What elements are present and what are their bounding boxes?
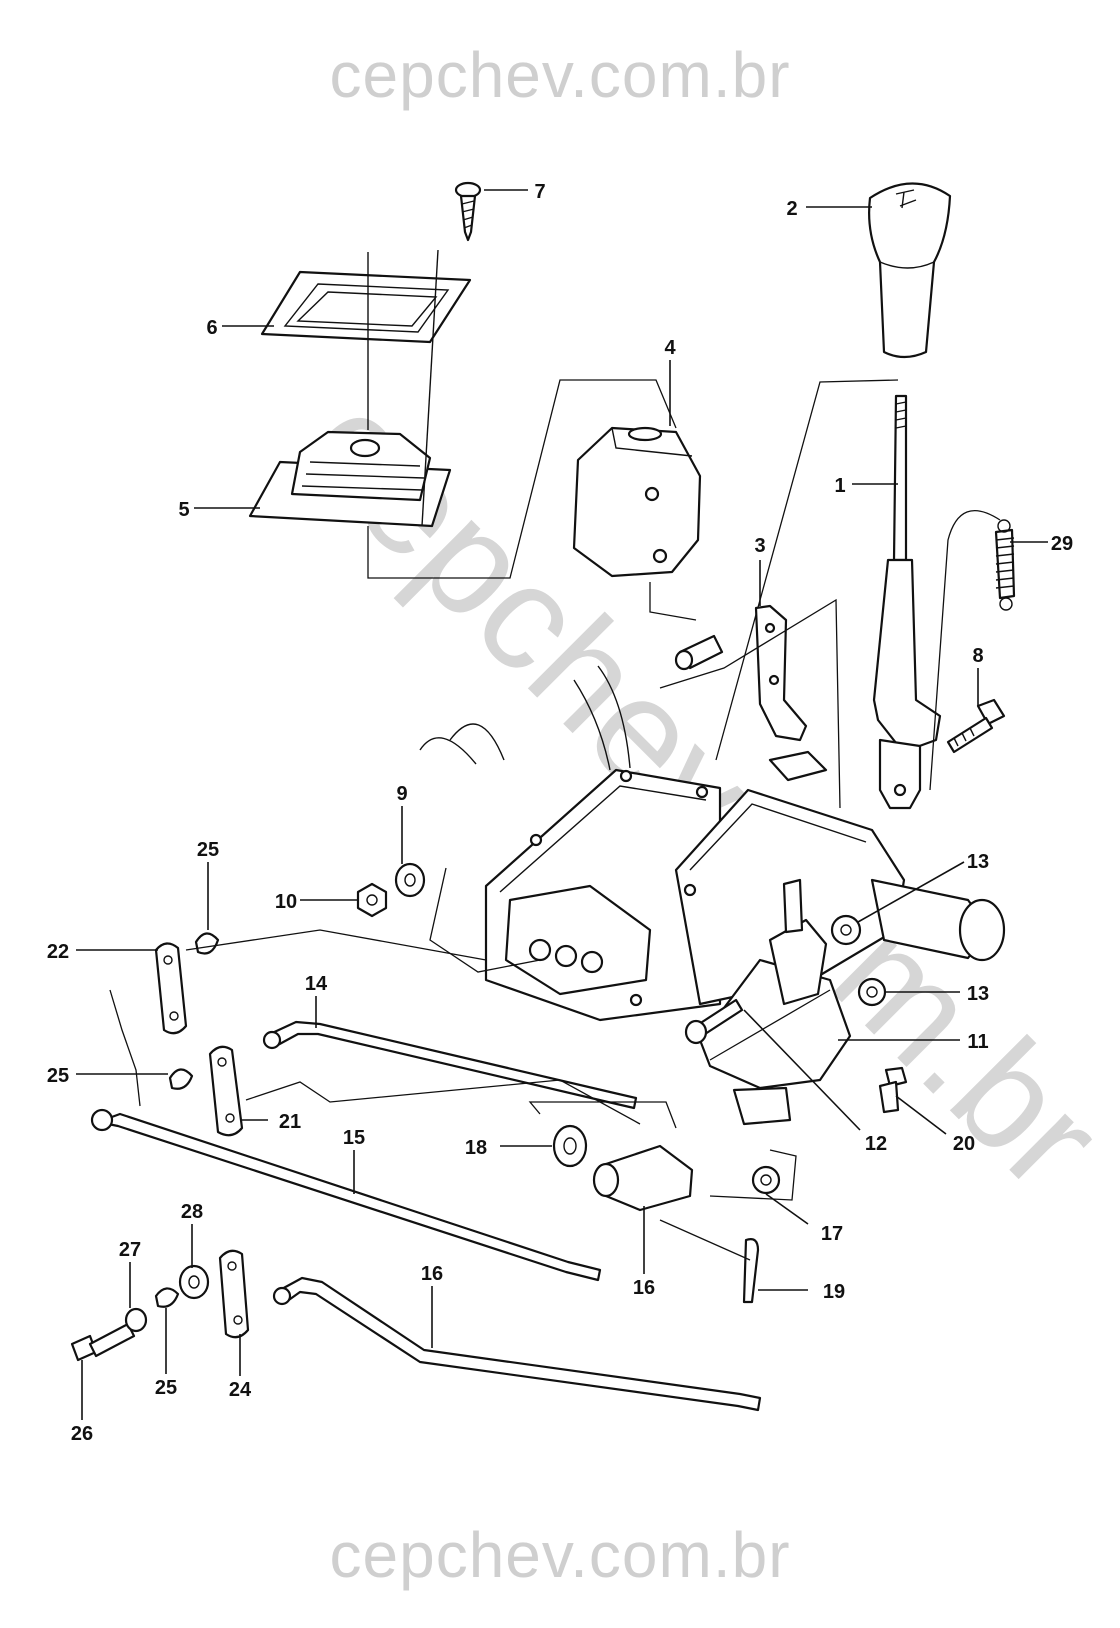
callout-1: 1: [834, 475, 845, 497]
callout-20: 19: [823, 1281, 845, 1303]
part-28-washer: [178, 1264, 210, 1300]
part-14-rod: [262, 1020, 638, 1110]
part-15-rod: [90, 1108, 602, 1282]
callout-leaders: [76, 189, 1048, 1420]
callout-4: 4: [664, 337, 676, 359]
part-7-screw: [454, 181, 482, 242]
part-2-shift-knob: [868, 182, 952, 359]
part-22-link-plate: [208, 1045, 244, 1137]
part-8-bolt: [946, 698, 1006, 754]
part-13-washer-lower: [857, 977, 887, 1007]
callout-19: 18: [465, 1137, 487, 1159]
callout-2: 2: [786, 198, 797, 220]
part-26-bolt: [70, 1322, 136, 1362]
callout-26: 26: [71, 1423, 93, 1445]
assembly-guide-lines: [109, 379, 831, 1261]
watermark-bottom: cepchev.com.br: [329, 1519, 791, 1591]
part-21-bolt: [878, 1066, 908, 1114]
callout-6: 6: [206, 317, 217, 339]
part-25-clip: [154, 932, 220, 1308]
callout-13-lower: 13: [967, 983, 989, 1005]
part-16-rod: [272, 1276, 762, 1412]
callout-25-top: 25: [197, 839, 219, 861]
callout-11: 11: [967, 1031, 988, 1053]
callout-25-bottom: 25: [155, 1377, 177, 1399]
part-4-lever-cover: [572, 426, 702, 578]
callout-18: 17: [821, 1223, 843, 1245]
callout-22: 21: [279, 1111, 301, 1133]
callout-5: 5: [178, 499, 189, 521]
part-9-washer: [394, 862, 426, 898]
part-1-gear-lever: [715, 379, 942, 810]
part-18-washer: [751, 1165, 781, 1195]
callout-21: 20: [953, 1133, 975, 1155]
callout-28: 28: [181, 1201, 203, 1223]
part-29-spring: [929, 510, 1016, 791]
callout-labels: 2 7 6 5 4 1 29 3 8 9 10 13 13 11 12 20 2…: [47, 181, 1073, 1445]
callout-9: 9: [396, 783, 407, 805]
callout-23: 22: [47, 941, 69, 963]
part-27-lock-washer: [124, 1307, 148, 1333]
callout-27: 27: [119, 1239, 141, 1261]
part-11-selector-housing: [698, 878, 852, 1126]
callout-29: 29: [1051, 533, 1073, 555]
callout-8: 8: [972, 645, 983, 667]
callout-15: 15: [343, 1127, 365, 1149]
part-6-boot-frame: [260, 252, 472, 430]
callout-3: 3: [754, 535, 765, 557]
part-23-link-plate: [154, 942, 188, 1035]
part-12-pin: [684, 998, 744, 1045]
part-13-washer-upper: [830, 914, 862, 946]
callout-14: 14: [305, 973, 328, 995]
callout-10: 10: [275, 891, 297, 913]
callout-7: 7: [534, 181, 545, 203]
part-17-clevis: [592, 1144, 694, 1212]
watermark-top: cepchev.com.br: [329, 39, 791, 111]
part-20-cotter-pin: [742, 1238, 760, 1304]
part-5-rubber-boot: [248, 249, 452, 528]
callout-16: 16: [421, 1263, 443, 1285]
callout-24: 24: [229, 1379, 252, 1401]
part-19-bushing: [552, 1124, 588, 1168]
callout-17: 16: [633, 1277, 655, 1299]
callout-25-middle: 25: [47, 1065, 69, 1087]
part-24-link-plate: [218, 1249, 250, 1339]
part-10-nut: [356, 882, 388, 918]
callout-12: 12: [865, 1133, 887, 1155]
part-3-bracket: [659, 598, 841, 809]
callout-13-upper: 13: [967, 851, 989, 873]
